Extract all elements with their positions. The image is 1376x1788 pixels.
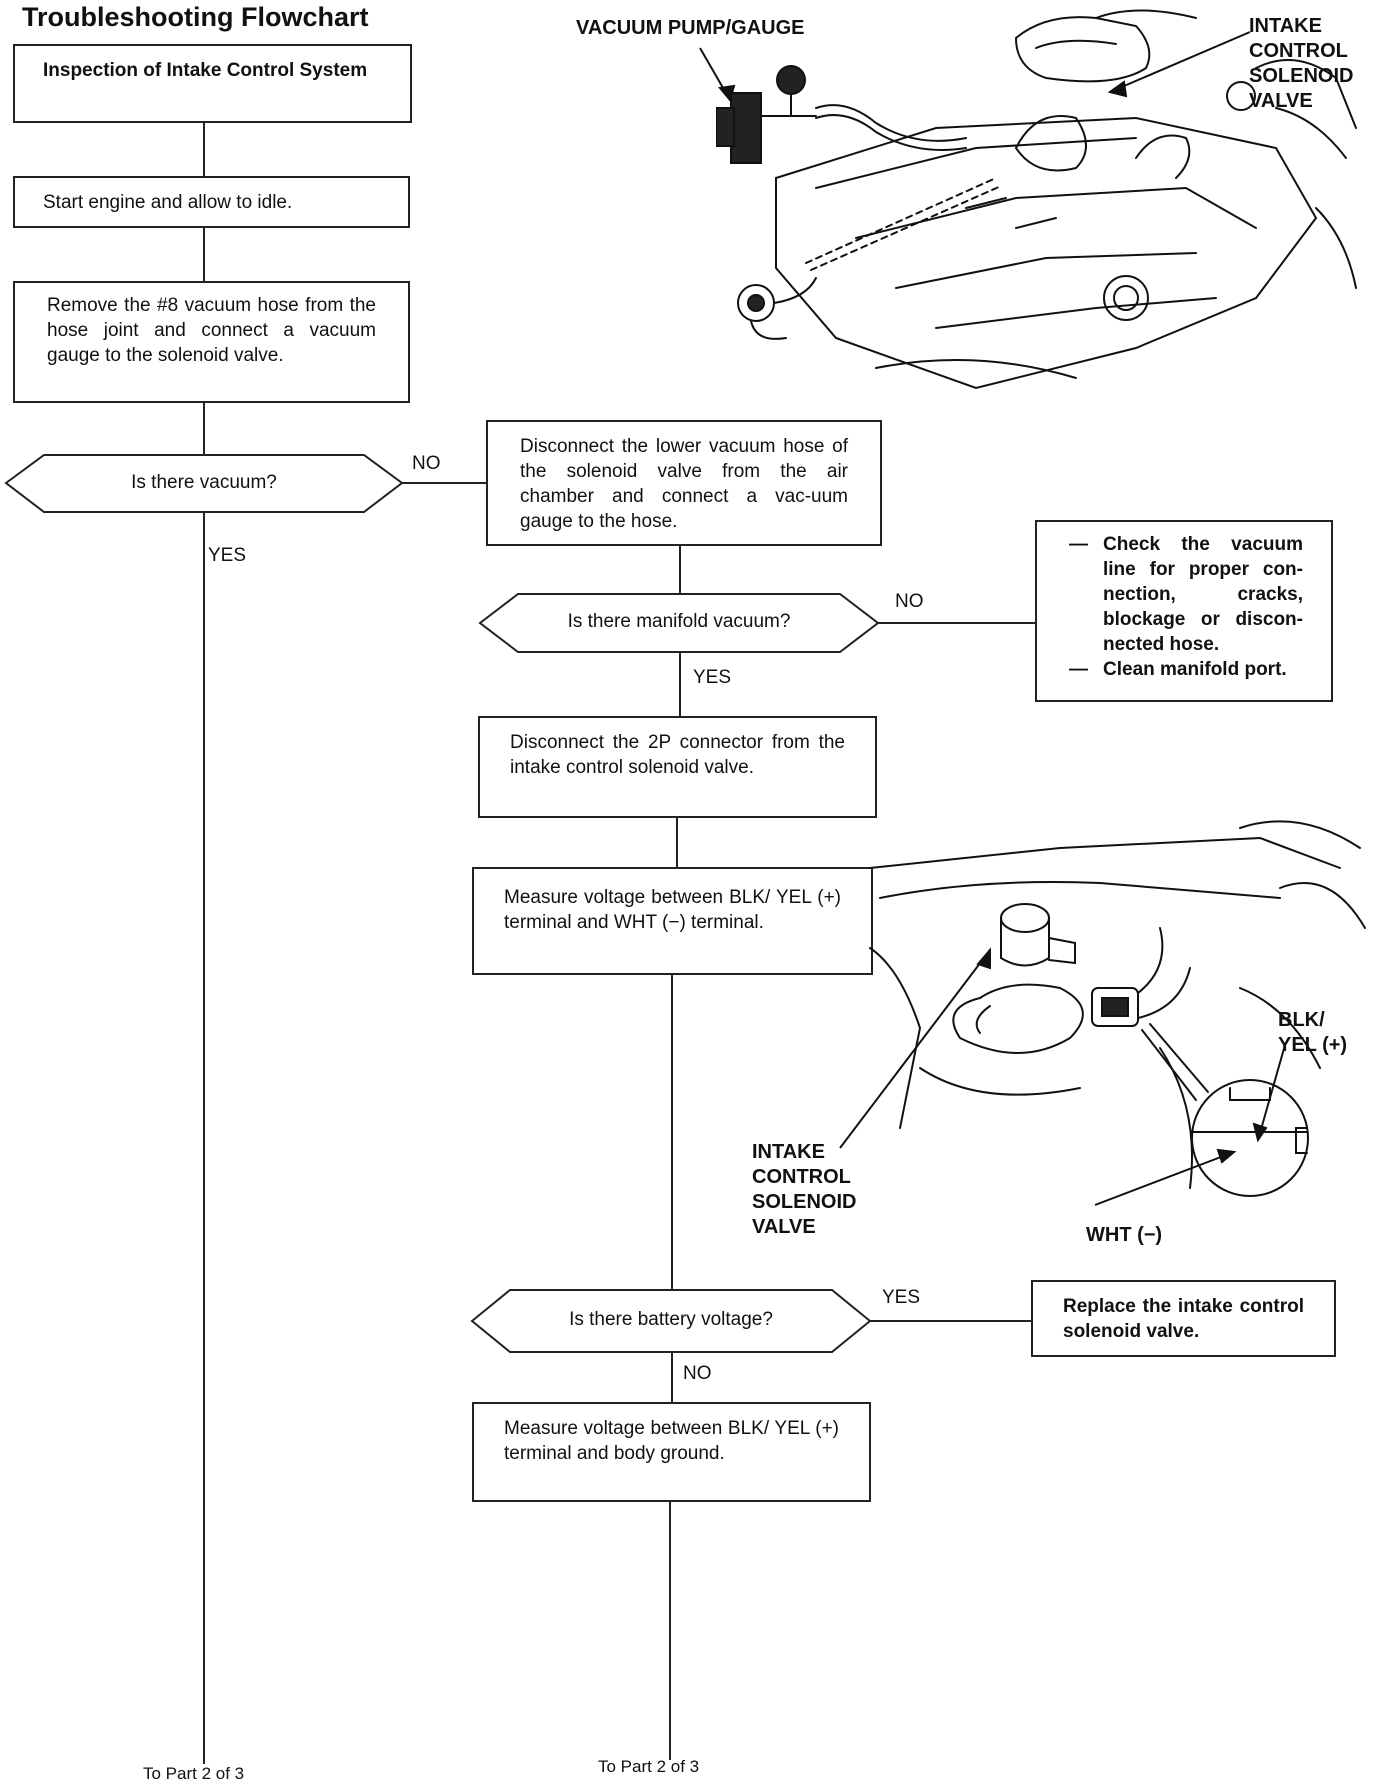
decision-shape-manifold [478, 593, 880, 653]
branch-no-battery: NO [683, 1363, 712, 1384]
wht-callout: WHT (−) [1086, 1224, 1163, 1246]
solenoid-callout-top: INTAKE CONTROL SOLENOID VALVE [1249, 15, 1354, 112]
step-disconnect-lower-hose: Disconnect the lower vacuum hose of the … [486, 420, 882, 546]
branch-yes-battery: YES [882, 1287, 921, 1308]
step-measure-voltage-wht: Measure voltage between BLK/ YEL (+) ter… [472, 867, 873, 975]
footer-left: To Part 2 of 3 [143, 1764, 245, 1783]
branch-yes-vacuum: YES [208, 545, 247, 566]
check-item: Check the vacuum line for proper con-nec… [1069, 532, 1303, 657]
decision-manifold-vacuum: Is there manifold vacuum? [567, 611, 791, 632]
step-check-vacuum-line: Check the vacuum line for proper con-nec… [1035, 520, 1333, 702]
page-title: Troubleshooting Flowchart [22, 2, 369, 32]
solenoid-callout-bottom: INTAKE CONTROL SOLENOID VALVE [752, 1141, 857, 1238]
step-inspection: Inspection of Intake Control System [13, 44, 412, 123]
connector-illustration [869, 820, 1366, 1197]
step-remove-hose: Remove the #8 vacuum hose from the hose … [13, 281, 410, 403]
decision-vacuum: Is there vacuum? [131, 472, 277, 493]
decision-battery-voltage: Is there battery voltage? [569, 1309, 773, 1330]
blk-yel-callout: BLK/ YEL (+) [1278, 1009, 1348, 1056]
branch-no-manifold: NO [895, 591, 924, 612]
decision-shape-battery [470, 1289, 872, 1353]
engine-vacuum-illustration [716, 9, 1357, 390]
branch-no-vacuum: NO [412, 453, 441, 474]
check-item: Clean manifold port. [1069, 657, 1303, 682]
decision-shape-vacuum [4, 454, 404, 513]
footer-right: To Part 2 of 3 [598, 1757, 700, 1776]
step-start-engine: Start engine and allow to idle. [13, 176, 410, 228]
branch-yes-manifold: YES [693, 667, 732, 688]
step-replace-valve: Replace the intake control solenoid valv… [1031, 1280, 1336, 1357]
vacuum-pump-callout: VACUUM PUMP/GAUGE [576, 17, 805, 39]
step-disconnect-2p: Disconnect the 2P connector from the int… [478, 716, 877, 818]
step-measure-voltage-ground: Measure voltage between BLK/ YEL (+) ter… [472, 1402, 871, 1502]
